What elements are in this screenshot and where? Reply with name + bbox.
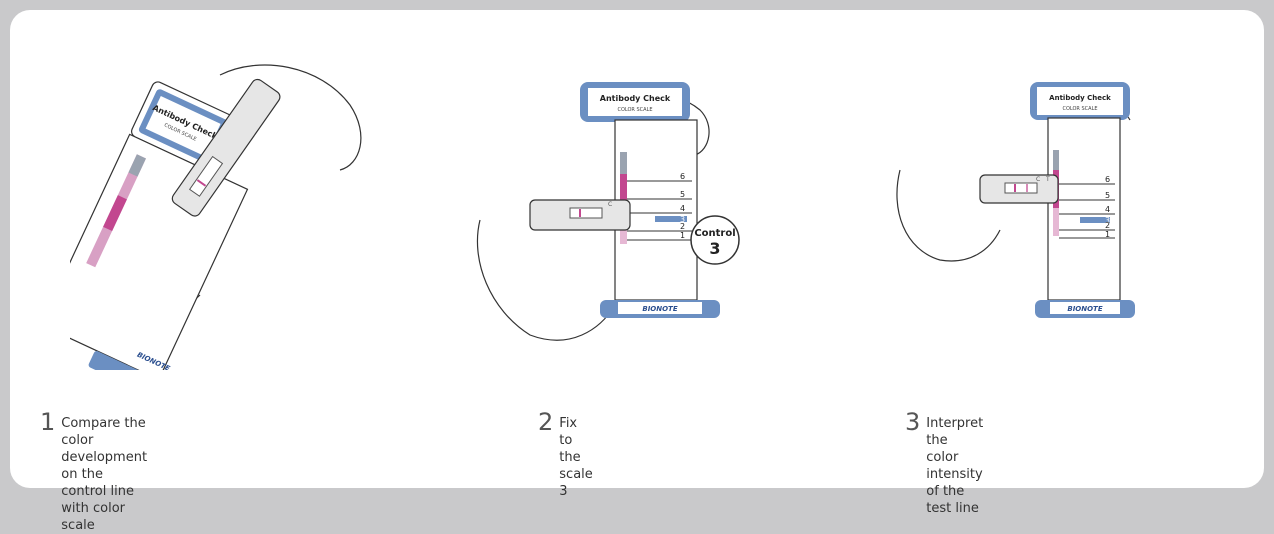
- step-2-line-1: Fix to the scale 3: [559, 416, 593, 499]
- step-3-scale-2: 2: [1105, 221, 1110, 230]
- step-1-illustration: Antibody Check COLOR SCALE BIONOTE: [70, 64, 362, 370]
- step-3-caption: 3 Interpret the color intensity of the t…: [905, 410, 983, 517]
- step-1-line-2: on the control line with color scale: [61, 467, 134, 533]
- step-2-scale-4: 4: [680, 204, 685, 213]
- step-3-line-2: test line: [926, 501, 979, 516]
- step-2-caption: 2 Fix to the scale 3: [538, 410, 593, 500]
- step-3-number: 3: [905, 408, 921, 436]
- control-callout-label: Control: [694, 228, 735, 239]
- step-2-device-brand: BIONOTE: [642, 305, 677, 313]
- step-2-scale-3: 3: [680, 215, 685, 224]
- step-2-device-subtitle: COLOR SCALE: [617, 107, 652, 113]
- step-1-caption: 1 Compare the color development on the c…: [40, 410, 147, 534]
- step-3-line-1: Interpret the color intensity of the: [926, 416, 984, 499]
- step-2-scale-2: 2: [680, 222, 685, 231]
- step-3-device-subtitle: COLOR SCALE: [1062, 106, 1097, 112]
- control-callout: [690, 215, 740, 265]
- control-callout-value: 3: [709, 239, 720, 258]
- step-2-scale-5: 5: [680, 190, 685, 199]
- step-2-scale-1: 1: [680, 231, 685, 240]
- step-3-strip-t: T: [1045, 176, 1050, 183]
- step-1-line-1: Compare the color development: [61, 416, 148, 465]
- step-2-scale-6: 6: [680, 172, 685, 181]
- step-3-illustration: Antibody Check COLOR SCALE 6 5 4 3 2 1 C…: [896, 82, 1135, 318]
- step-3-strip-c: C: [1036, 176, 1040, 183]
- step-2-illustration: Antibody Check COLOR SCALE 6 5 4 3 2 1 C: [476, 82, 740, 341]
- step-3-scale-3: 3: [1105, 216, 1110, 225]
- step-2-number: 2: [538, 408, 554, 436]
- step-2-device-title: Antibody Check: [600, 94, 671, 103]
- step-3-scale-4: 4: [1105, 205, 1110, 214]
- step-3-scale-6: 6: [1105, 175, 1110, 184]
- instruction-panel: Antibody Check COLOR SCALE BIONOTE 1 Com…: [10, 10, 1264, 533]
- step-3-device-brand: BIONOTE: [1067, 305, 1102, 313]
- step-2-strip-c: C: [608, 201, 612, 208]
- step-3-scale-5: 5: [1105, 191, 1110, 200]
- step-3-device-title: Antibody Check: [1049, 94, 1111, 102]
- step-1-number: 1: [40, 408, 56, 436]
- step-3-scale-1: 1: [1105, 230, 1110, 239]
